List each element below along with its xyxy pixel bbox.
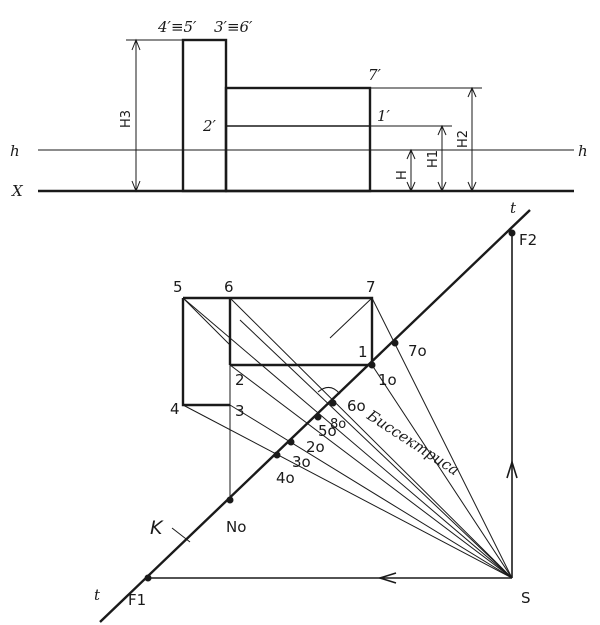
label-s: S [521,589,531,607]
ray-4-s [182,404,513,579]
label-f2: F2 [519,231,537,249]
dim-label-h1: H1 [426,150,441,168]
label-x: X [11,182,24,200]
ray-6-s [229,297,513,579]
dim-label-h: H [395,170,410,180]
long-block-front [224,86,372,193]
plan-view: t t F2 F1 S K 5 6 7 1 2 3 4 7o 1o 6o 5o … [94,199,537,623]
arrow-left [377,572,397,584]
point-4o [273,451,281,459]
label-f1: F1 [128,591,146,609]
label-5o: 5o [318,422,337,440]
point-f1 [144,574,152,582]
tall-block-front [181,38,228,193]
dim-arrow [437,124,447,136]
label-t-bottom: t [94,586,101,604]
leader-k [171,527,191,543]
dim-arrow [131,38,141,51]
dim-arrow [467,86,477,98]
label-k: K [150,517,164,539]
label-6o: 6o [347,397,366,415]
plan-diag-5 [182,297,231,346]
label-4o: 4o [276,469,295,487]
label-1p: 1′ [377,107,391,125]
label-6: 6 [224,278,234,296]
dim-label-h3: H3 [119,110,134,128]
point-5o [314,413,322,421]
ray-5-s [182,297,513,579]
point-2o [287,438,295,446]
dim-arrow [131,180,141,193]
dim-arrow [406,181,416,193]
label-1: 1 [358,343,368,361]
ray-bisector-s [239,319,513,579]
label-2o: 2o [306,438,325,456]
label-7p: 7′ [368,66,382,84]
point-no [226,496,234,504]
point-7o [391,339,399,347]
label-8o: 8o [330,417,346,432]
dim-label-h2: H2 [456,130,471,148]
point-f2 [508,229,516,237]
label-h-right: h [578,142,588,160]
label-bisector: Биссектриса [363,406,463,479]
plan-diag-7 [329,297,373,339]
label-4p-5p: 4′≡5′ [157,18,197,36]
label-4: 4 [170,400,180,418]
label-3: 3 [235,402,245,420]
label-no: No [226,518,246,536]
arrow-up [506,459,518,479]
label-1o: 1o [378,371,397,389]
ray-1-s [371,364,513,579]
label-h-left: h [10,142,20,160]
angle-arc [317,387,341,395]
label-3p-6p: 3′≡6′ [214,18,253,36]
label-2p: 2′ [202,117,217,135]
front-view: h h X 4′≡5′ 3′≡6′ 7′ 2′ 1′ H3 H H1 H2 [10,18,588,200]
dim-arrow [406,148,416,160]
ray-2-s [229,364,513,579]
dim-arrow [437,181,447,193]
point-1o [368,361,376,369]
plan-outline-left [181,298,230,407]
label-3o: 3o [292,453,311,471]
label-5: 5 [173,278,183,296]
label-7: 7 [366,278,376,296]
ray-3-s [229,404,513,579]
point-6o [329,399,337,407]
label-7o: 7o [408,342,427,360]
dim-arrow [467,181,477,193]
label-t-top: t [510,199,517,217]
label-2: 2 [235,371,245,389]
